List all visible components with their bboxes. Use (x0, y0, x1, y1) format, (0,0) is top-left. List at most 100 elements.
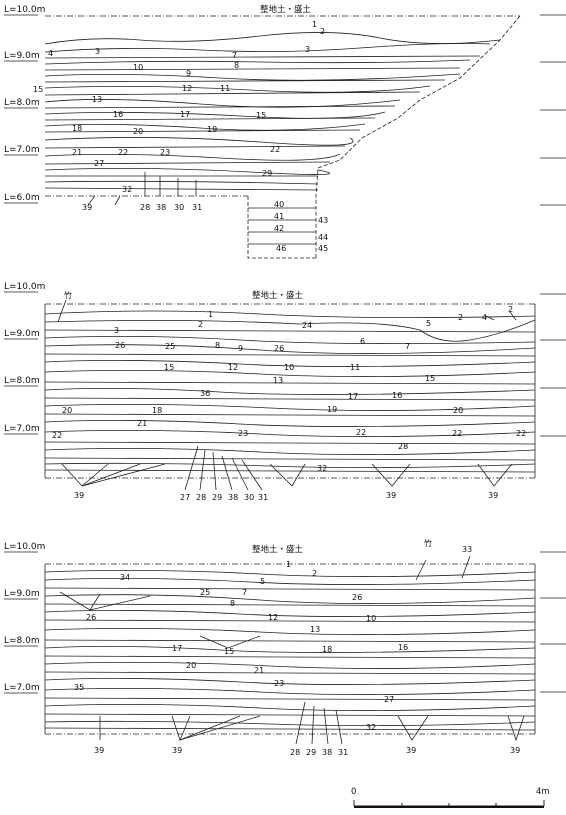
layer-number: 28 (398, 442, 408, 451)
layer-number: 7 (405, 342, 410, 351)
level-label: L=8.0m (4, 636, 40, 646)
layer-number: 6 (360, 337, 365, 346)
layer-number: 17 (348, 392, 358, 401)
layer-number: 8 (234, 61, 239, 70)
layer-number: 38 (156, 203, 166, 212)
layer-number: 31 (258, 493, 268, 502)
level-label: L=10.0m (4, 282, 45, 292)
layer-number: 19 (207, 125, 217, 134)
layer-number: 22 (356, 428, 366, 437)
layer-number: 19 (327, 405, 337, 414)
layer-number: 23 (238, 429, 248, 438)
section-bottom: L=10.0m L=9.0m L=8.0m L=7.0m (4, 538, 566, 757)
section-title: 整地土・盛土 (252, 290, 304, 301)
layer-number: 27 (180, 493, 190, 502)
layer-number: 12 (182, 84, 192, 93)
layer-number: 18 (72, 124, 82, 133)
layer-number: 32 (317, 464, 327, 473)
layer-number: 4 (48, 49, 53, 58)
layer-number: 34 (120, 573, 130, 582)
layer-number: 21 (137, 419, 147, 428)
layer-number: 22 (52, 431, 62, 440)
layer-number: 26 (115, 341, 125, 350)
layer-number: 20 (133, 127, 143, 136)
layer-number: 20 (186, 661, 196, 670)
layer-number: 39 (510, 746, 520, 755)
layer-number: 7 (232, 51, 237, 60)
layer-number: 45 (318, 244, 328, 253)
level-label: L=6.0m (4, 193, 40, 203)
layer-number: 39 (94, 746, 104, 755)
layer-number: 4 (482, 313, 487, 322)
layer-number: 27 (384, 695, 394, 704)
layer-number: 39 (406, 746, 416, 755)
scale-end-label: 4m (536, 787, 550, 797)
layer-number: 29 (262, 169, 272, 178)
layer-number: 22 (118, 148, 128, 157)
layer-number: 1 (286, 560, 291, 569)
layer-number: 5 (426, 319, 431, 328)
layer-number: 29 (212, 493, 222, 502)
layer-number: 40 (274, 200, 284, 209)
layer-number: 17 (172, 644, 182, 653)
bamboo-annotation: 竹 (64, 290, 72, 300)
layer-number: 13 (310, 625, 320, 634)
layer-number: 25 (200, 588, 210, 597)
layer-number: 36 (200, 389, 210, 398)
section-title: 整地土・盛土 (252, 544, 304, 555)
layer-number: 46 (276, 244, 286, 253)
layer-number: 33 (462, 545, 472, 554)
layer-number: 11 (350, 363, 360, 372)
level-label: L=9.0m (4, 329, 40, 339)
layer-number: 17 (180, 110, 190, 119)
layer-number: 3 (305, 45, 310, 54)
layer-number: 39 (82, 203, 92, 212)
layer-number: 13 (92, 95, 102, 104)
layer-number: 32 (366, 723, 376, 732)
layer-number: 15 (33, 85, 43, 94)
layer-number: 22 (516, 429, 526, 438)
layer-number: 20 (62, 406, 72, 415)
layer-number: 1 (208, 310, 213, 319)
layer-number: 39 (488, 491, 498, 500)
layer-number: 32 (122, 185, 132, 194)
layer-number: 30 (174, 203, 184, 212)
layer-number: 24 (302, 321, 312, 330)
layer-number: 38 (322, 748, 332, 757)
level-label: L=8.0m (4, 376, 40, 386)
layer-number: 18 (322, 645, 332, 654)
layer-number: 2 (508, 305, 513, 314)
layer-number: 21 (72, 148, 82, 157)
layer-number: 22 (270, 145, 280, 154)
layer-number: 1 (312, 20, 317, 29)
layer-number: 16 (113, 110, 123, 119)
level-label: L=10.0m (4, 542, 45, 552)
layer-number: 38 (228, 493, 238, 502)
layer-number: 30 (244, 493, 254, 502)
layer-number: 43 (318, 216, 328, 225)
layer-number: 31 (192, 203, 202, 212)
layer-number: 3 (114, 326, 119, 335)
layer-number: 26 (352, 593, 362, 602)
layer-number: 12 (268, 613, 278, 622)
layer-number: 15 (425, 374, 435, 383)
layer-number: 39 (386, 491, 396, 500)
layer-number: 39 (74, 491, 84, 500)
level-label: L=9.0m (4, 51, 40, 61)
layer-number: 26 (86, 613, 96, 622)
section-middle: L=10.0m L=9.0m L=8.0m L=7.0m (4, 282, 566, 502)
layer-number: 44 (318, 233, 328, 242)
layer-number: 7 (242, 588, 247, 597)
level-label: L=9.0m (4, 589, 40, 599)
layer-number: 23 (160, 148, 170, 157)
layer-number: 28 (196, 493, 206, 502)
layer-number: 11 (220, 84, 230, 93)
layer-number: 2 (458, 313, 463, 322)
level-label: L=10.0m (4, 5, 45, 15)
layer-number: 8 (230, 599, 235, 608)
layer-number: 5 (260, 577, 265, 586)
layer-number: 15 (256, 111, 266, 120)
layer-number: 13 (273, 376, 283, 385)
